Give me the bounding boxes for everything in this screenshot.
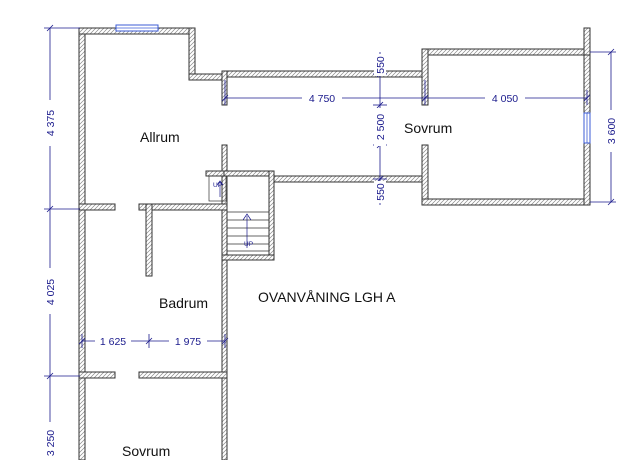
window-north <box>115 24 159 32</box>
wall-stair-bottom <box>221 254 275 261</box>
dim-badrum-width: 1 975 <box>175 336 201 348</box>
dim-allrum-lower-width: 1 625 <box>100 336 126 348</box>
dimension-lines <box>44 24 616 460</box>
wall-stair-top <box>221 170 275 177</box>
dim-corridor-opening: 2 500 <box>375 114 387 140</box>
wall-allrum-northeast <box>188 27 196 81</box>
wall-bedroom-south <box>421 198 591 206</box>
wall-stair-west <box>221 144 228 460</box>
wall-landing <box>205 170 225 177</box>
dim-corridor-top-wall: 550 <box>375 56 387 74</box>
room-label-sovrum-east: Sovrum <box>404 120 452 136</box>
dimension-labels: 4 375 4 025 3 250 4 750 4 050 3 600 550 … <box>44 54 619 460</box>
room-label-allrum: Allrum <box>140 129 180 145</box>
wall-corridor-west-top <box>221 70 228 106</box>
wall-bedroom-west-bottom <box>421 144 429 206</box>
dim-left-lower: 3 250 <box>45 430 57 456</box>
wall-sovrum-north-right <box>138 371 228 379</box>
wall-stair-east <box>268 170 275 261</box>
wall-allrum-step <box>188 73 226 81</box>
wall-west-outer <box>78 27 86 460</box>
upper-stair-box <box>208 175 227 202</box>
wall-corridor-south <box>270 175 429 183</box>
wall-corridor-north <box>221 70 429 78</box>
wall-badrum-north-right <box>138 203 228 211</box>
stair-up-label-lower: UP <box>244 241 253 248</box>
stairs <box>208 175 269 252</box>
wall-badrum-west <box>145 203 153 277</box>
stair-up-label-upper: UP <box>213 182 222 189</box>
plan-title: OVANVÅNING LGH A <box>258 289 396 305</box>
dim-bedroom-depth: 3 600 <box>606 118 618 144</box>
room-label-sovrum-south: Sovrum <box>122 443 170 459</box>
window-east <box>583 112 591 144</box>
wall-badrum-north-left <box>78 203 116 211</box>
dim-bedroom-width: 4 050 <box>492 93 518 105</box>
dim-corridor-bottom-wall: 550 <box>375 183 387 201</box>
wall-sovrum-north-left <box>78 371 116 379</box>
dim-corridor-length: 4 750 <box>309 93 335 105</box>
dim-left-upper: 4 375 <box>45 110 57 136</box>
room-label-badrum: Badrum <box>159 295 208 311</box>
wall-bedroom-east-stub <box>583 27 591 56</box>
wall-bedroom-north <box>421 48 591 56</box>
dim-left-middle: 4 025 <box>45 279 57 305</box>
